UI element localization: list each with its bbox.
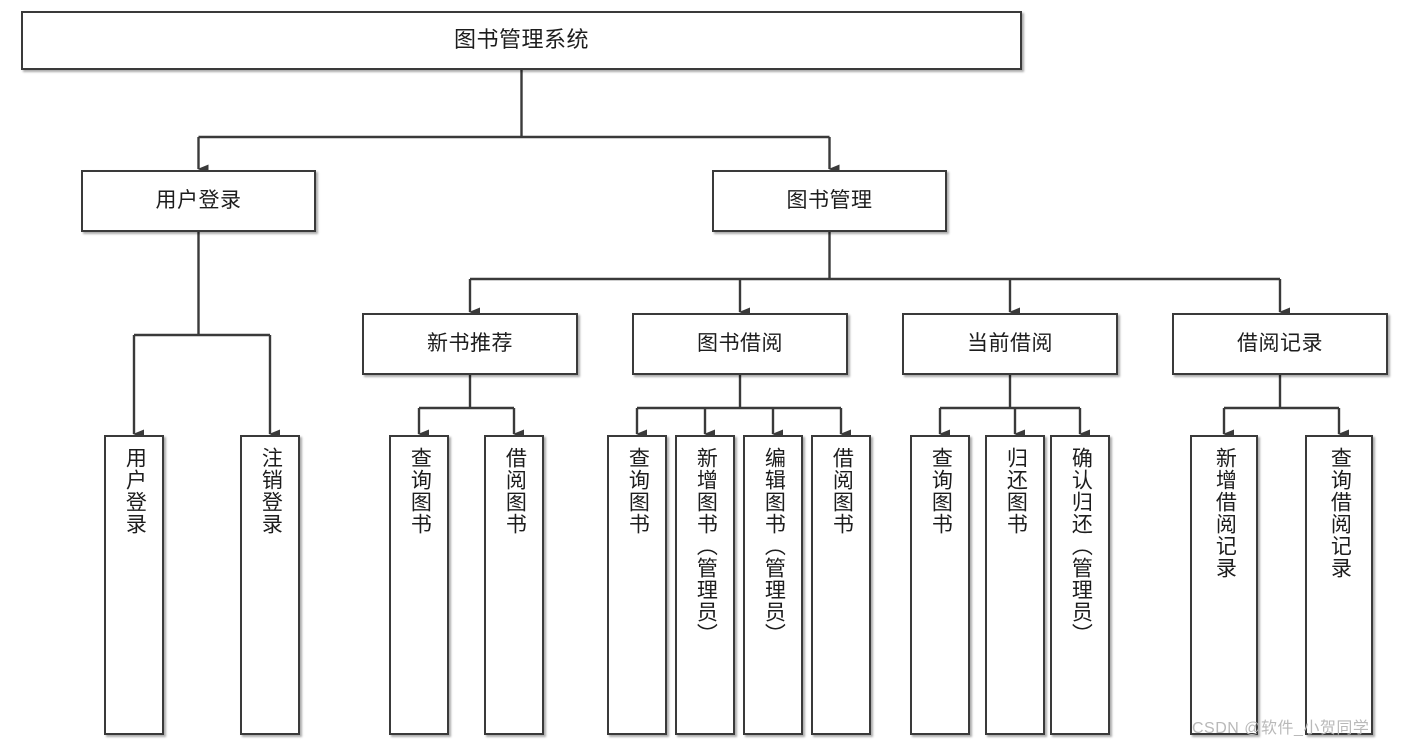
node-label: 确认归还（管理员） [1069,447,1093,645]
node-records[interactable]: 借阅记录 [1172,313,1388,375]
node-root[interactable]: 图书管理系统 [21,11,1022,70]
node-label: 新增图书（管理员） [694,447,718,645]
node-label: 图书借阅 [697,332,783,356]
node-label: 新增借阅记录 [1213,447,1237,579]
node-label: 用户登录 [155,189,242,213]
node-leaf-login-2[interactable]: 注销登录 [240,435,300,735]
node-label: 借阅记录 [1237,332,1323,356]
node-label: 借阅图书 [830,447,854,535]
node-current[interactable]: 当前借阅 [902,313,1118,375]
node-label: 查询图书 [929,447,953,535]
node-leaf-rec-1[interactable]: 新增借阅记录 [1190,435,1258,735]
node-label: 查询借阅记录 [1328,447,1352,579]
node-leaf-new-2[interactable]: 借阅图书 [484,435,544,735]
node-leaf-login-1[interactable]: 用户登录 [104,435,164,735]
node-label: 编辑图书（管理员） [762,447,786,645]
node-label: 借阅图书 [503,447,527,535]
node-leaf-new-1[interactable]: 查询图书 [389,435,449,735]
node-label: 图书管理 [786,189,873,213]
node-label: 查询图书 [626,447,650,535]
node-label: 查询图书 [408,447,432,535]
node-leaf-bor-1[interactable]: 查询图书 [607,435,667,735]
node-leaf-bor-4[interactable]: 借阅图书 [811,435,871,735]
node-borrow[interactable]: 图书借阅 [632,313,848,375]
node-label: 图书管理系统 [453,27,589,53]
node-leaf-cur-2[interactable]: 归还图书 [985,435,1045,735]
node-label: 新书推荐 [427,332,513,356]
node-leaf-cur-1[interactable]: 查询图书 [910,435,970,735]
node-bookmgmt[interactable]: 图书管理 [712,170,947,232]
node-newbook[interactable]: 新书推荐 [362,313,578,375]
node-label: 归还图书 [1004,447,1028,535]
node-leaf-bor-3[interactable]: 编辑图书（管理员） [743,435,803,735]
node-login[interactable]: 用户登录 [81,170,316,232]
node-label: 当前借阅 [967,332,1053,356]
node-leaf-cur-3[interactable]: 确认归还（管理员） [1050,435,1110,735]
node-leaf-bor-2[interactable]: 新增图书（管理员） [675,435,735,735]
node-label: 用户登录 [123,447,147,535]
node-leaf-rec-2[interactable]: 查询借阅记录 [1305,435,1373,735]
node-label: 注销登录 [259,447,283,535]
